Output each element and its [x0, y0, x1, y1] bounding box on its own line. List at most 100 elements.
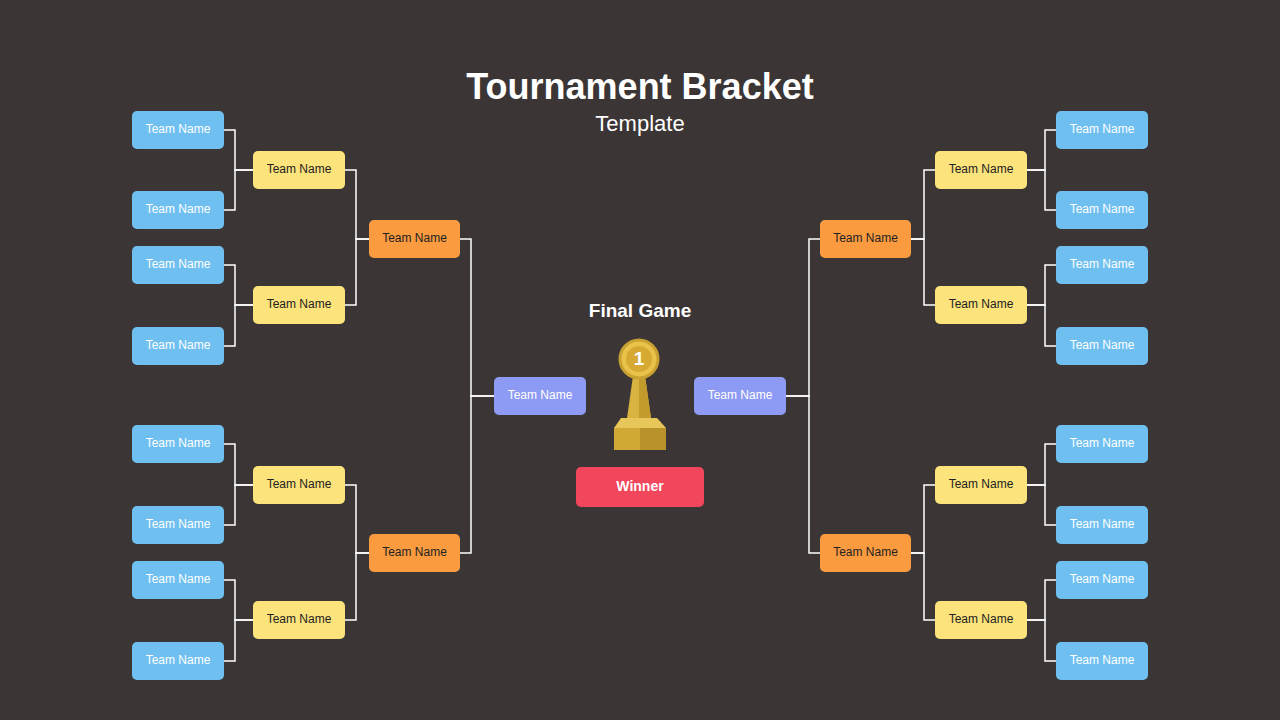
finalist-box: Team Name — [494, 377, 586, 415]
bracket-line — [1027, 580, 1056, 620]
quarter-box: Team Name — [253, 601, 345, 639]
winner-box: Winner — [576, 467, 704, 507]
bracket-line — [345, 170, 369, 239]
bracket-line — [224, 265, 253, 305]
team-box: Team Name — [132, 425, 224, 463]
quarter-box: Team Name — [935, 286, 1027, 324]
trophy-stem-shade — [639, 376, 651, 418]
team-box: Team Name — [1056, 111, 1148, 149]
trophy-base-top — [614, 418, 666, 428]
team-name: Team Name — [267, 298, 332, 311]
team-box: Team Name — [1056, 642, 1148, 680]
team-name: Team Name — [1070, 573, 1135, 586]
finalist-box: Team Name — [694, 377, 786, 415]
bracket-line — [224, 620, 253, 661]
bracket-line — [786, 239, 820, 396]
final-heading: Final Game — [540, 300, 740, 322]
team-box: Team Name — [1056, 327, 1148, 365]
team-name: Team Name — [833, 546, 898, 559]
team-box: Team Name — [1056, 425, 1148, 463]
bracket-line — [460, 396, 494, 553]
trophy-base — [614, 428, 666, 450]
trophy-stem — [627, 376, 651, 418]
team-name: Team Name — [1070, 437, 1135, 450]
bracket-line — [911, 553, 935, 620]
team-box: Team Name — [132, 506, 224, 544]
team-name: Team Name — [1070, 203, 1135, 216]
team-name: Team Name — [1070, 654, 1135, 667]
quarter-box: Team Name — [935, 466, 1027, 504]
team-name: Team Name — [146, 258, 211, 271]
bracket-line — [224, 444, 253, 485]
team-box: Team Name — [132, 642, 224, 680]
team-box: Team Name — [132, 191, 224, 229]
team-name: Winner — [616, 479, 663, 494]
team-box: Team Name — [1056, 246, 1148, 284]
bracket-line — [911, 485, 935, 553]
team-box: Team Name — [1056, 506, 1148, 544]
bracket-line — [1027, 305, 1056, 346]
team-name: Team Name — [949, 478, 1014, 491]
bracket-line — [1027, 130, 1056, 170]
bracket-line — [911, 170, 935, 239]
team-name: Team Name — [833, 232, 898, 245]
team-name: Team Name — [146, 339, 211, 352]
bracket-line — [911, 239, 935, 305]
team-name: Team Name — [949, 613, 1014, 626]
quarter-box: Team Name — [253, 286, 345, 324]
team-name: Team Name — [1070, 518, 1135, 531]
subtitle: Template — [0, 111, 1280, 137]
team-name: Team Name — [949, 163, 1014, 176]
bracket-line — [224, 485, 253, 525]
team-box: Team Name — [132, 246, 224, 284]
team-name: Team Name — [382, 546, 447, 559]
team-name: Team Name — [382, 232, 447, 245]
bracket-line — [224, 170, 253, 210]
bracket-line — [224, 130, 253, 170]
team-name: Team Name — [146, 123, 211, 136]
team-name: Team Name — [1070, 258, 1135, 271]
bracket-line — [1027, 444, 1056, 485]
bracket-line — [786, 396, 820, 553]
team-box: Team Name — [132, 111, 224, 149]
team-name: Team Name — [708, 389, 773, 402]
bracket-line — [1027, 620, 1056, 661]
trophy-base-shade — [640, 428, 666, 450]
team-name: Team Name — [267, 478, 332, 491]
bracket-line — [1027, 170, 1056, 210]
team-box: Team Name — [1056, 191, 1148, 229]
team-box: Team Name — [132, 561, 224, 599]
quarter-box: Team Name — [253, 466, 345, 504]
team-name: Team Name — [267, 163, 332, 176]
team-name: Team Name — [1070, 339, 1135, 352]
team-name: Team Name — [508, 389, 573, 402]
bracket-line — [224, 580, 253, 620]
team-name: Team Name — [267, 613, 332, 626]
bracket-line — [345, 485, 369, 553]
bracket-line — [1027, 265, 1056, 305]
team-name: Team Name — [146, 654, 211, 667]
team-name: Team Name — [146, 518, 211, 531]
semi-box: Team Name — [369, 534, 460, 572]
semi-box: Team Name — [820, 534, 911, 572]
team-name: Team Name — [146, 573, 211, 586]
callout-number: 1 — [619, 348, 659, 370]
team-name: Team Name — [146, 203, 211, 216]
trophy-medal — [620, 340, 658, 378]
bracket-line — [345, 553, 369, 620]
quarter-box: Team Name — [935, 601, 1027, 639]
team-name: Team Name — [949, 298, 1014, 311]
bracket-line — [1027, 485, 1056, 525]
team-name: Team Name — [1070, 123, 1135, 136]
team-box: Team Name — [1056, 561, 1148, 599]
quarter-box: Team Name — [253, 151, 345, 189]
bracket-line — [345, 239, 369, 305]
bracket-line — [224, 305, 253, 346]
semi-box: Team Name — [820, 220, 911, 258]
semi-box: Team Name — [369, 220, 460, 258]
bracket-line — [460, 239, 494, 396]
team-name: Team Name — [146, 437, 211, 450]
team-box: Team Name — [132, 327, 224, 365]
quarter-box: Team Name — [935, 151, 1027, 189]
